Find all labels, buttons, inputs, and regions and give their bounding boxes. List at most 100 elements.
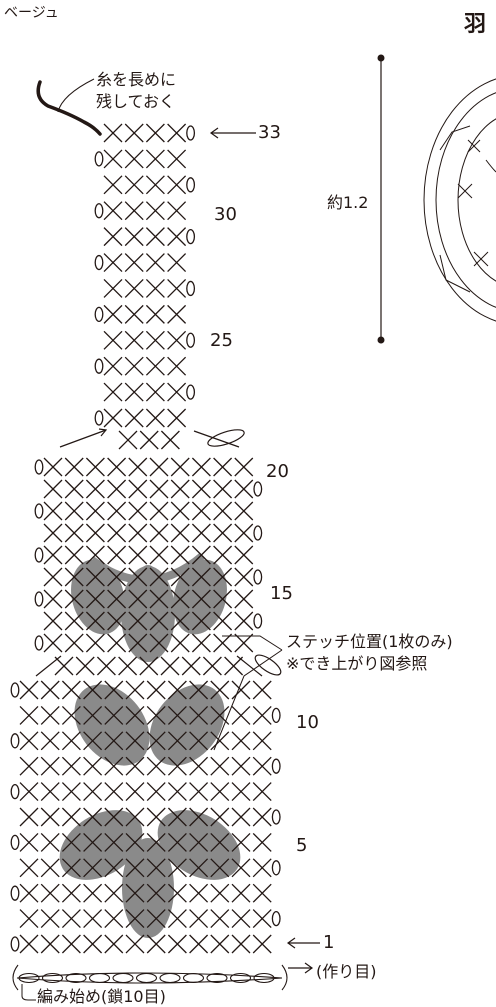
single-crochet-symbol (125, 934, 145, 954)
dimension-label: 約1.2 (327, 193, 369, 212)
single-crochet-symbol (146, 782, 166, 802)
single-crochet-symbol (234, 501, 254, 521)
single-crochet-symbol (146, 731, 166, 751)
single-crochet-symbol (189, 858, 209, 878)
single-crochet-symbol (160, 656, 180, 676)
single-crochet-symbol (149, 633, 169, 653)
single-crochet-symbol (124, 330, 144, 350)
stitch-position-note: ステッチ位置(1枚のみ) (286, 632, 453, 651)
single-crochet-symbol (83, 883, 103, 903)
chain-symbol (34, 635, 44, 651)
chain-symbol (186, 280, 196, 297)
row-label-1: 1 (323, 932, 335, 953)
single-crochet-symbol (104, 680, 124, 700)
foundation-chain-stitch (88, 972, 111, 984)
single-crochet-symbol (145, 123, 165, 143)
single-crochet-symbol (189, 807, 209, 827)
single-crochet-symbol (149, 589, 169, 609)
chain-symbol (34, 459, 44, 475)
single-crochet-symbol (210, 756, 230, 776)
single-crochet-symbol (64, 457, 84, 477)
single-crochet-symbol (85, 523, 105, 543)
single-crochet-symbol (64, 545, 84, 565)
single-crochet-symbol (103, 253, 123, 273)
single-crochet-symbol (125, 858, 145, 878)
single-crochet-symbol (128, 633, 148, 653)
single-crochet-symbol (189, 934, 209, 954)
single-crochet-symbol (43, 545, 63, 565)
row-label-10: 10 (296, 712, 319, 733)
single-crochet-symbol (167, 201, 187, 221)
single-crochet-symbol (43, 501, 63, 521)
single-crochet-symbol (19, 934, 39, 954)
single-crochet-symbol (213, 611, 233, 631)
chain-symbol (94, 254, 104, 271)
single-crochet-symbol (191, 633, 211, 653)
single-crochet-symbol (85, 479, 105, 499)
single-crochet-symbol (128, 523, 148, 543)
single-crochet-symbol (83, 858, 103, 878)
single-crochet-symbol (210, 909, 230, 929)
page-title: 羽 (464, 12, 487, 37)
single-crochet-symbol (103, 408, 123, 428)
single-crochet-symbol (189, 909, 209, 929)
single-crochet-symbol (167, 227, 187, 247)
single-crochet-symbol (149, 567, 169, 587)
single-crochet-symbol (170, 611, 190, 631)
single-crochet-symbol (85, 501, 105, 521)
chain-symbol (186, 228, 196, 245)
single-crochet-symbol (210, 883, 230, 903)
single-crochet-symbol (124, 382, 144, 402)
single-crochet-symbol (146, 832, 166, 852)
chain-symbol (34, 503, 44, 519)
single-crochet-symbol (61, 756, 81, 776)
single-crochet-symbol (83, 756, 103, 776)
single-crochet-symbol (61, 832, 81, 852)
single-crochet-symbol (107, 545, 127, 565)
single-crochet-symbol (85, 633, 105, 653)
single-crochet-symbol (189, 705, 209, 725)
foundation-chain-stitch (253, 972, 275, 984)
row-label-5: 5 (296, 835, 308, 856)
single-crochet-symbol (210, 731, 230, 751)
single-crochet-symbol (85, 567, 105, 587)
single-crochet-symbol (125, 756, 145, 776)
single-crochet-symbol (231, 731, 251, 751)
single-crochet-symbol (210, 832, 230, 852)
single-crochet-symbol (170, 567, 190, 587)
single-crochet-symbol (103, 123, 123, 143)
single-crochet-symbol (124, 149, 144, 169)
single-crochet-symbol (124, 253, 144, 273)
single-crochet-symbol (139, 430, 159, 450)
row-label-20: 20 (266, 461, 289, 482)
single-crochet-symbol (107, 611, 127, 631)
single-crochet-symbol (125, 883, 145, 903)
single-crochet-symbol (146, 680, 166, 700)
single-crochet-symbol (170, 589, 190, 609)
single-crochet-symbol (118, 430, 138, 450)
single-crochet-symbol (124, 123, 144, 143)
single-crochet-symbol (234, 523, 254, 543)
single-crochet-symbol (231, 832, 251, 852)
single-crochet-symbol (85, 545, 105, 565)
single-crochet-symbol (61, 883, 81, 903)
single-crochet-symbol (191, 457, 211, 477)
chain-symbol (94, 358, 104, 374)
single-crochet-symbol (167, 680, 187, 700)
single-crochet-symbol (61, 934, 81, 954)
single-crochet-symbol (64, 501, 84, 521)
single-crochet-symbol (170, 523, 190, 543)
single-crochet-symbol (149, 501, 169, 521)
single-crochet-symbol (124, 278, 144, 298)
single-crochet-symbol (146, 858, 166, 878)
single-crochet-symbol (170, 457, 190, 477)
single-crochet-symbol (145, 304, 165, 324)
start-row-note: (作り目) (316, 962, 377, 981)
single-crochet-symbol (103, 175, 123, 195)
single-crochet-symbol (189, 832, 209, 852)
chain-symbol (10, 733, 20, 749)
single-crochet-symbol (118, 656, 138, 676)
single-crochet-symbol (170, 501, 190, 521)
single-crochet-symbol (252, 858, 272, 878)
start-note: 編み始め(鎖10目) (37, 987, 166, 1006)
